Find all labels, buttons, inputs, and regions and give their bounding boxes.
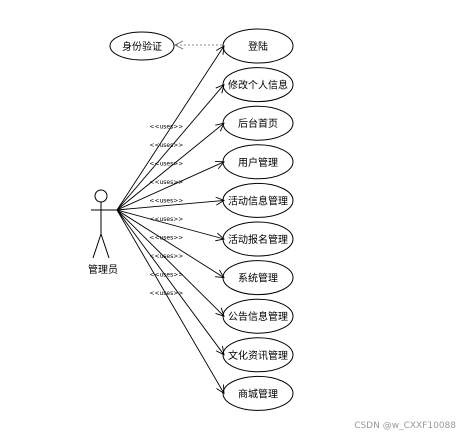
- use-case-label: 文化资讯管理: [228, 349, 288, 362]
- association-line: [116, 45, 225, 211]
- stereotype-label: <<uses>>: [149, 234, 183, 241]
- watermark: CSDN @w_CXXF10088: [354, 421, 456, 431]
- stereotype-label: <<uses>>: [149, 160, 183, 167]
- use-case-label: 登陆: [248, 40, 268, 53]
- use-case-group: 登陆修改个人信息后台首页用户管理活动信息管理活动报名管理系统管理公告信息管理文化…: [222, 28, 294, 411]
- actor-figure: [91, 189, 119, 259]
- association-line: [116, 122, 225, 211]
- stereotype-label: <<uses>>: [149, 216, 183, 223]
- use-case-label: 用户管理: [238, 156, 278, 169]
- association-line: [116, 196, 226, 211]
- stereotype-label: <<uses>>: [149, 272, 183, 279]
- stereotype-label: <<uses>>: [149, 179, 183, 186]
- actor-right-leg: [100, 233, 110, 259]
- association-line: [116, 209, 225, 242]
- use-case-label-identity-verification: 身份验证: [122, 40, 162, 53]
- use-case-label: 商城管理: [238, 387, 278, 400]
- use-case-label: 后台首页: [238, 117, 278, 130]
- stereotype-label: <<uses>>: [149, 197, 183, 204]
- use-case-label: 活动报名管理: [228, 233, 288, 246]
- actor-left-leg: [92, 233, 102, 259]
- actor-head: [94, 189, 108, 203]
- actor-label: 管理员: [88, 263, 118, 276]
- stereotype-label: <<uses>>: [149, 290, 183, 297]
- stereotype-label: <<uses>>: [149, 123, 183, 130]
- stereotype-label: <<uses>>: [149, 253, 183, 260]
- use-case-label: 系统管理: [238, 272, 278, 285]
- use-case-label: 修改个人信息: [228, 79, 288, 92]
- use-case-label: 活动信息管理: [228, 194, 288, 207]
- association-line: [116, 160, 225, 211]
- association-group: [116, 45, 226, 395]
- stereotype-label: <<uses>>: [149, 142, 183, 149]
- association-line: [116, 209, 225, 279]
- association-line: [116, 209, 225, 317]
- stereotype-group: <<uses>> <<uses>> <<uses>> <<uses>> <<uses>>…: [149, 123, 183, 297]
- association-line: [116, 209, 225, 356]
- association-line: [116, 209, 225, 395]
- association-line: [116, 83, 225, 211]
- use-case-label: 公告信息管理: [228, 310, 288, 323]
